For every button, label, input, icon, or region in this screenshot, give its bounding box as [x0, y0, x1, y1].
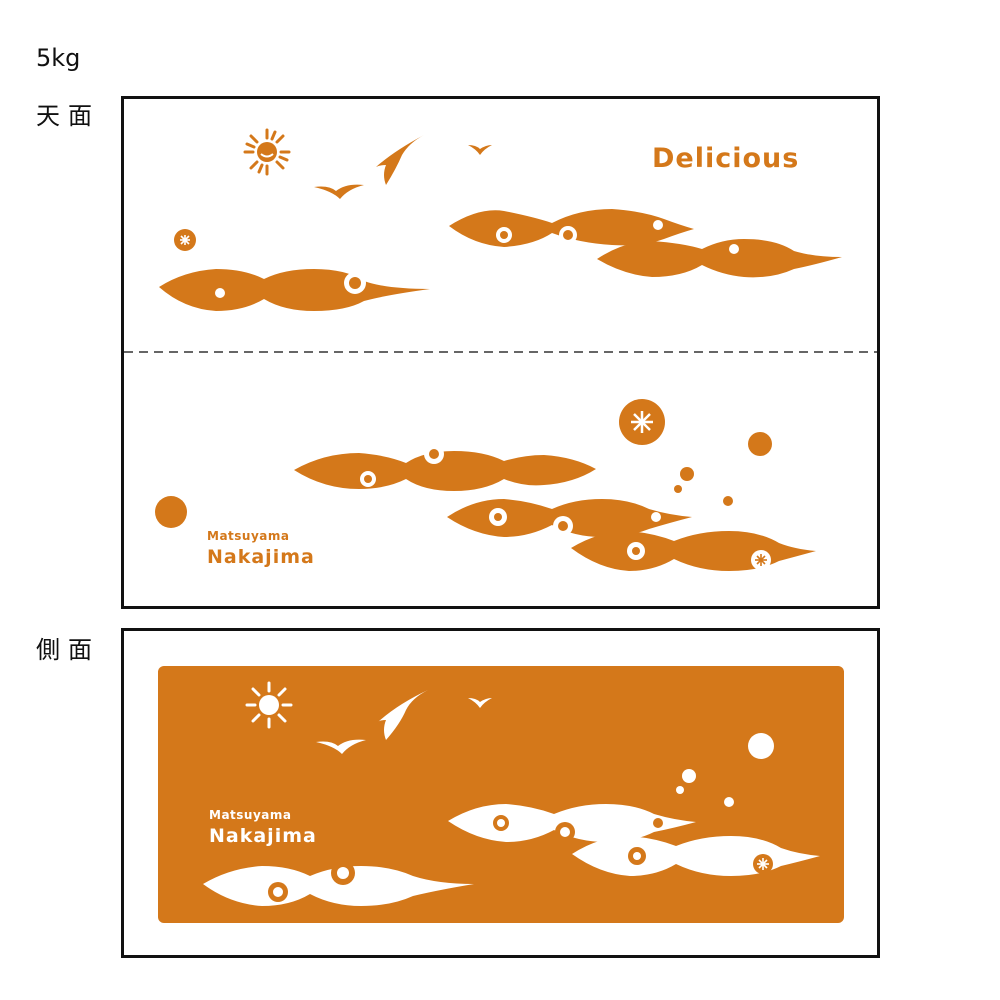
side-face-label: 側面 [36, 636, 100, 664]
seagull-icon [314, 184, 364, 199]
brand-big-text: Nakajima [209, 825, 317, 847]
cloud-wave-icon [571, 531, 816, 571]
dot-icon [680, 467, 694, 481]
brand-small-text: Matsuyama [207, 529, 290, 543]
seagull-icon [376, 135, 424, 185]
side-color-card: Matsuyama Nakajima [158, 666, 844, 923]
dot-icon [674, 485, 682, 493]
cloud-wave-icon [159, 269, 430, 311]
sun-icon [243, 128, 291, 176]
top-face-label: 天面 [36, 102, 100, 130]
cloud-wave-icon [597, 239, 842, 278]
headline-text: Delicious [652, 143, 800, 174]
top-face-panel: Delicious Matsuyama Nakajima [121, 96, 880, 609]
sun-icon [245, 681, 293, 729]
side-face-artwork [203, 681, 820, 906]
asterisk-circle-icon [619, 399, 665, 445]
dot-icon [723, 496, 733, 506]
dot-icon [682, 769, 696, 783]
brand-logo: Matsuyama Nakajima [207, 529, 315, 568]
dot-icon [748, 432, 772, 456]
seagull-icon [468, 698, 492, 708]
seagull-icon [378, 690, 428, 740]
cloud-wave-icon [572, 836, 820, 876]
seagull-icon [316, 739, 366, 754]
cloud-wave-icon [447, 499, 692, 537]
brand-big-text: Nakajima [207, 546, 315, 568]
dot-icon [748, 733, 774, 759]
seagull-icon [468, 145, 492, 155]
brand-small-text: Matsuyama [209, 808, 292, 822]
cloud-wave-icon [448, 804, 696, 842]
asterisk-circle-icon [174, 229, 196, 251]
dot-icon [724, 797, 734, 807]
top-face-artwork [124, 128, 877, 571]
side-face-panel: Matsuyama Nakajima [121, 628, 880, 958]
dot-icon [676, 786, 684, 794]
dot-icon [155, 496, 187, 528]
brand-logo: Matsuyama Nakajima [209, 808, 317, 847]
package-weight-label: 5kg [36, 44, 81, 72]
cloud-wave-icon [294, 451, 596, 491]
